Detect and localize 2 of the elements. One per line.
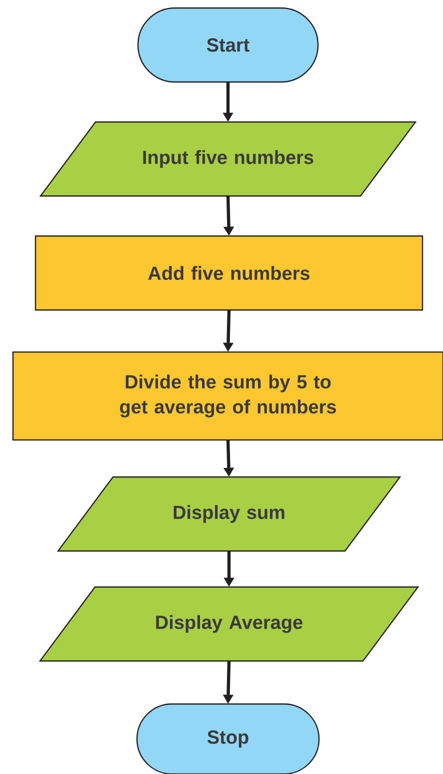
process-box: Divide the sum by 5 to get average of numbers: [12, 351, 443, 441]
process-box: Add five numbers: [34, 235, 424, 311]
